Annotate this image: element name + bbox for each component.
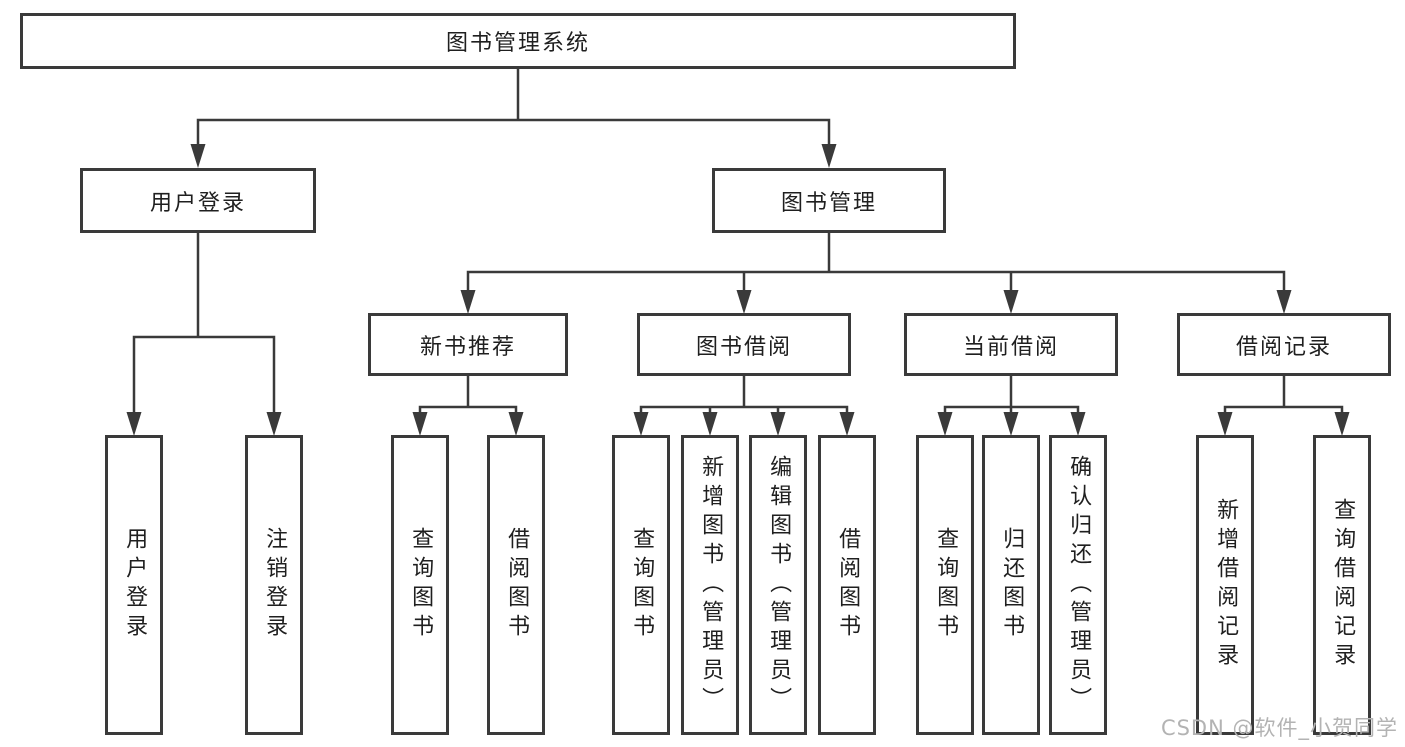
node-label: 查询图书 xyxy=(933,527,959,643)
arrow-down-icon xyxy=(1276,290,1292,314)
arrow-down-icon xyxy=(266,412,282,436)
leaf-user-login: 用户登录 xyxy=(105,435,163,735)
node-label: 新书推荐 xyxy=(419,334,516,360)
arrow-down-icon xyxy=(937,412,953,436)
arrow-down-icon xyxy=(633,412,649,436)
node-label: 图书借阅 xyxy=(695,334,792,360)
arrow-down-icon xyxy=(126,412,142,436)
node-label: 当前借阅 xyxy=(962,334,1059,360)
node-label: 编辑图书（管理员） xyxy=(766,454,792,716)
arrow-down-icon xyxy=(508,412,524,436)
node-label: 查询借阅记录 xyxy=(1330,498,1356,672)
node-borrowing-records: 借阅记录 xyxy=(1177,313,1391,376)
node-library-system: 图书管理系统 xyxy=(20,13,1016,69)
node-book-borrowing: 图书借阅 xyxy=(637,313,851,376)
node-label: 注销登录 xyxy=(262,527,288,643)
connector-recommend-children xyxy=(418,374,518,416)
node-label: 用户登录 xyxy=(122,527,148,643)
arrow-down-icon xyxy=(1003,412,1019,436)
node-label: 新增图书（管理员） xyxy=(698,454,724,716)
connector-segments xyxy=(132,67,1344,416)
leaf-edit-books-admin: 编辑图书（管理员） xyxy=(749,435,807,735)
arrow-down-icon xyxy=(190,144,206,168)
node-label: 查询图书 xyxy=(408,527,434,643)
node-label: 借阅记录 xyxy=(1235,334,1332,360)
node-label: 确认归还（管理员） xyxy=(1066,454,1092,716)
node-label: 图书管理 xyxy=(780,190,877,216)
connector-book-mgmt-children xyxy=(466,231,1286,294)
leaf-return-books: 归还图书 xyxy=(982,435,1040,735)
leaf-logout: 注销登录 xyxy=(245,435,303,735)
node-current-borrowing: 当前借阅 xyxy=(904,313,1118,376)
node-label: 查询图书 xyxy=(629,527,655,643)
arrow-down-icon xyxy=(460,290,476,314)
leaf-query-books-recommend: 查询图书 xyxy=(391,435,449,735)
node-label: 新增借阅记录 xyxy=(1213,498,1239,672)
node-user-login: 用户登录 xyxy=(80,168,316,233)
arrow-down-icon xyxy=(821,144,837,168)
leaf-borrow-books: 借阅图书 xyxy=(818,435,876,735)
leaf-query-books-current: 查询图书 xyxy=(916,435,974,735)
arrow-down-icon xyxy=(1070,412,1086,436)
watermark: CSDN @软件_小贺同学 xyxy=(1160,716,1398,740)
connector-root-to-level2 xyxy=(196,67,831,148)
arrow-down-icon xyxy=(770,412,786,436)
leaf-add-borrow-record: 新增借阅记录 xyxy=(1196,435,1254,735)
leaf-borrow-books-recommend: 借阅图书 xyxy=(487,435,545,735)
leaf-add-books-admin: 新增图书（管理员） xyxy=(681,435,739,735)
node-label: 归还图书 xyxy=(999,527,1025,643)
node-label: 用户登录 xyxy=(149,190,246,216)
arrow-down-icon xyxy=(1003,290,1019,314)
connector-user-login-children xyxy=(132,231,276,416)
arrow-down-icon xyxy=(839,412,855,436)
connector-borrow-children xyxy=(639,374,849,416)
leaf-confirm-return-admin: 确认归还（管理员） xyxy=(1049,435,1107,735)
arrow-down-icon xyxy=(702,412,718,436)
node-new-book-recommend: 新书推荐 xyxy=(368,313,568,376)
node-book-management: 图书管理 xyxy=(712,168,946,233)
node-label: 图书管理系统 xyxy=(445,31,590,56)
leaf-query-books-borrow: 查询图书 xyxy=(612,435,670,735)
node-label: 借阅图书 xyxy=(835,527,861,643)
arrow-down-icon xyxy=(736,290,752,314)
connector-records-children xyxy=(1223,374,1344,416)
arrow-down-icon xyxy=(412,412,428,436)
node-label: 借阅图书 xyxy=(504,527,530,643)
arrow-down-icon xyxy=(1334,412,1350,436)
arrow-down-icon xyxy=(1217,412,1233,436)
connector-current-children xyxy=(943,374,1080,416)
arrowheads xyxy=(126,144,1350,436)
leaf-query-borrow-record: 查询借阅记录 xyxy=(1313,435,1371,735)
